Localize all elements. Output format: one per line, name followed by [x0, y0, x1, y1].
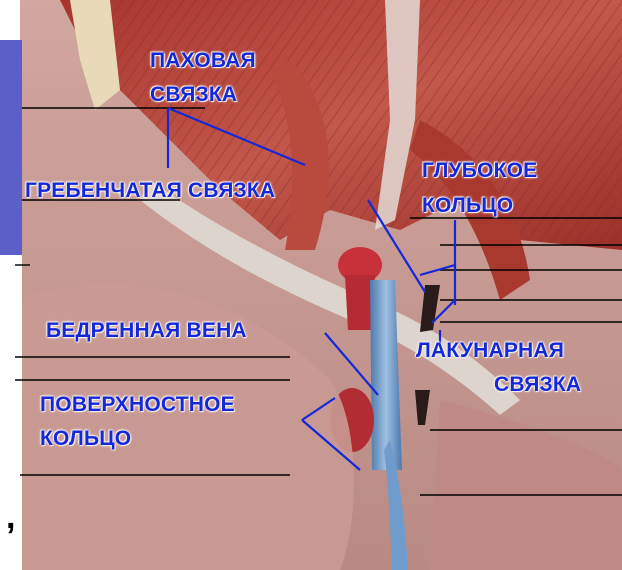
superficial-ring-label-line1: ПОВЕРХНОСТНОЕ [40, 394, 235, 415]
lacunar-ligament-label-line1: ЛАКУНАРНАЯ [416, 340, 564, 361]
femoral-vein-label: БЕДРЕННАЯ ВЕНА [46, 320, 247, 341]
inguinal-ligament-label-line1: ПАХОВАЯ [150, 50, 256, 71]
lacunar-ligament-label-line2: СВЯЗКА [494, 374, 581, 395]
inguinal-ligament-label-line2: СВЯЗКА [150, 84, 237, 105]
deep-ring-label-line1: ГЛУБОКОЕ [422, 160, 537, 181]
deep-ring-label-line2: КОЛЬЦО [422, 195, 513, 216]
stray-comma: , [6, 498, 15, 537]
superficial-ring-label-line2: КОЛЬЦО [40, 428, 131, 449]
pectineal-ligament-label: ГРЕБЕНЧАТАЯ СВЯЗКА [25, 180, 275, 201]
side-panel [0, 40, 22, 255]
